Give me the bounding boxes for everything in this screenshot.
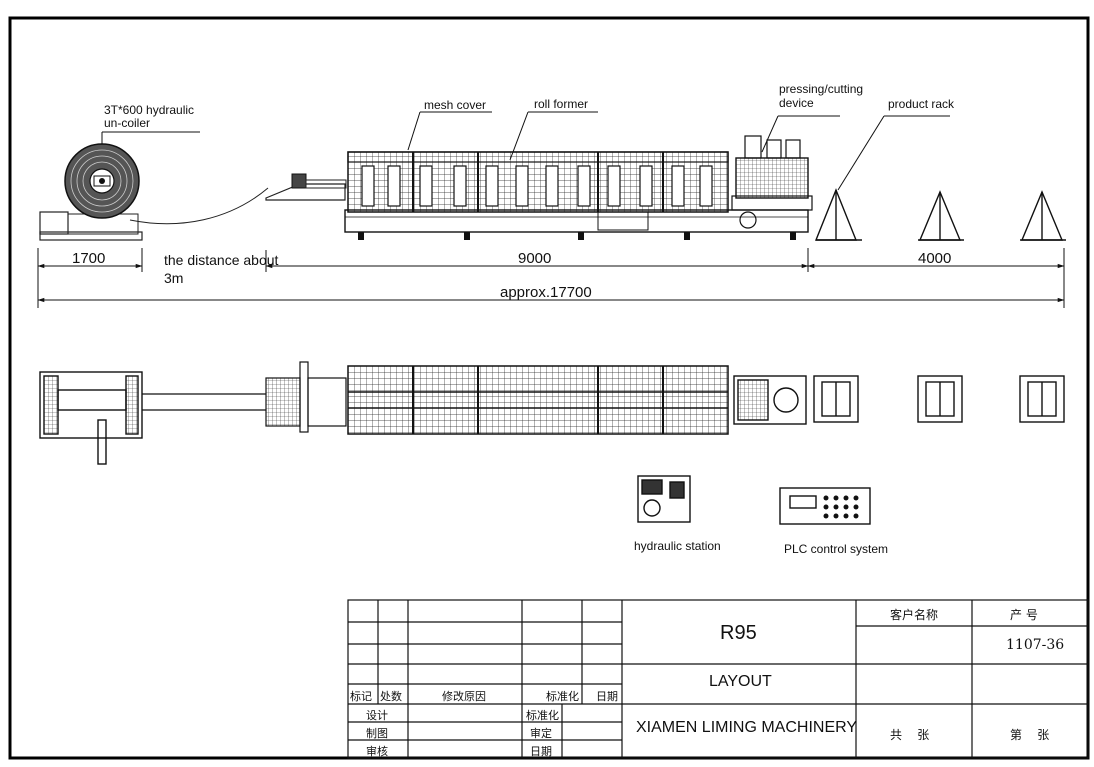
plc-control-label: PLC control system xyxy=(784,542,889,556)
pressing-cutting-label-line1: pressing/cutting xyxy=(779,82,864,96)
product-rack-label: product rack xyxy=(888,97,955,111)
approve-label: 审定 xyxy=(530,727,552,740)
design-label: 设计 xyxy=(366,709,388,722)
cutting-device-side xyxy=(731,135,813,211)
product-no-header: 产 号 xyxy=(1010,608,1038,622)
cutting-device-top-view xyxy=(733,375,807,425)
roll-former-side xyxy=(344,151,809,240)
strip-top-view xyxy=(142,361,347,433)
title-block-grid xyxy=(347,599,1089,759)
uncoiler-top-view xyxy=(39,371,143,465)
distance-label-line2: 3m xyxy=(164,270,184,286)
review-label: 审核 xyxy=(366,745,388,758)
product-rack-top-view xyxy=(813,375,1065,423)
dimension-total: approx.17700 xyxy=(500,284,592,301)
rev-reason-header: 修改原因 xyxy=(442,690,486,703)
date-label: 日期 xyxy=(530,745,552,758)
uncoiler-label-line1: 3T*600 hydraulic xyxy=(104,103,195,117)
mesh-cover-label: mesh cover xyxy=(424,98,487,112)
product-no: 1107-36 xyxy=(1006,637,1065,653)
leader-lines xyxy=(101,111,950,191)
pressing-cutting-label-line2: device xyxy=(779,96,814,110)
distance-label-line1: the distance about xyxy=(164,252,279,268)
standardize-header: 标准化 xyxy=(546,690,579,703)
drawing-title: LAYOUT xyxy=(709,673,772,690)
dimension-lines xyxy=(37,248,1065,308)
strip-line xyxy=(129,187,269,225)
product-rack-side xyxy=(814,188,1066,241)
uncoiler-side-view xyxy=(39,143,143,241)
roll-former-top-view xyxy=(347,365,729,435)
dimension-4000: 4000 xyxy=(918,250,952,267)
hydraulic-station-icon xyxy=(637,475,691,523)
uncoiler-label-line2: un-coiler xyxy=(104,116,151,130)
date-header: 日期 xyxy=(596,690,618,703)
rev-count-header: 处数 xyxy=(380,690,402,703)
total-sheets: 共 张 xyxy=(890,728,930,742)
sheet-number: 第 张 xyxy=(1010,728,1050,742)
feeding-guide xyxy=(265,173,347,201)
dimension-1700: 1700 xyxy=(72,250,106,267)
company-name: XIAMEN LIMING MACHINERY xyxy=(636,719,858,736)
hydraulic-station-label: hydraulic station xyxy=(634,539,721,553)
roll-former-label: roll former xyxy=(534,97,589,111)
rev-mark-header: 标记 xyxy=(350,690,372,703)
model-number: R95 xyxy=(720,622,757,644)
plc-control-icon xyxy=(779,487,871,525)
standardize-label: 标准化 xyxy=(526,709,559,722)
drafting-label: 制图 xyxy=(366,727,388,740)
dimension-9000: 9000 xyxy=(518,250,552,267)
customer-name-header: 客户名称 xyxy=(890,608,939,622)
